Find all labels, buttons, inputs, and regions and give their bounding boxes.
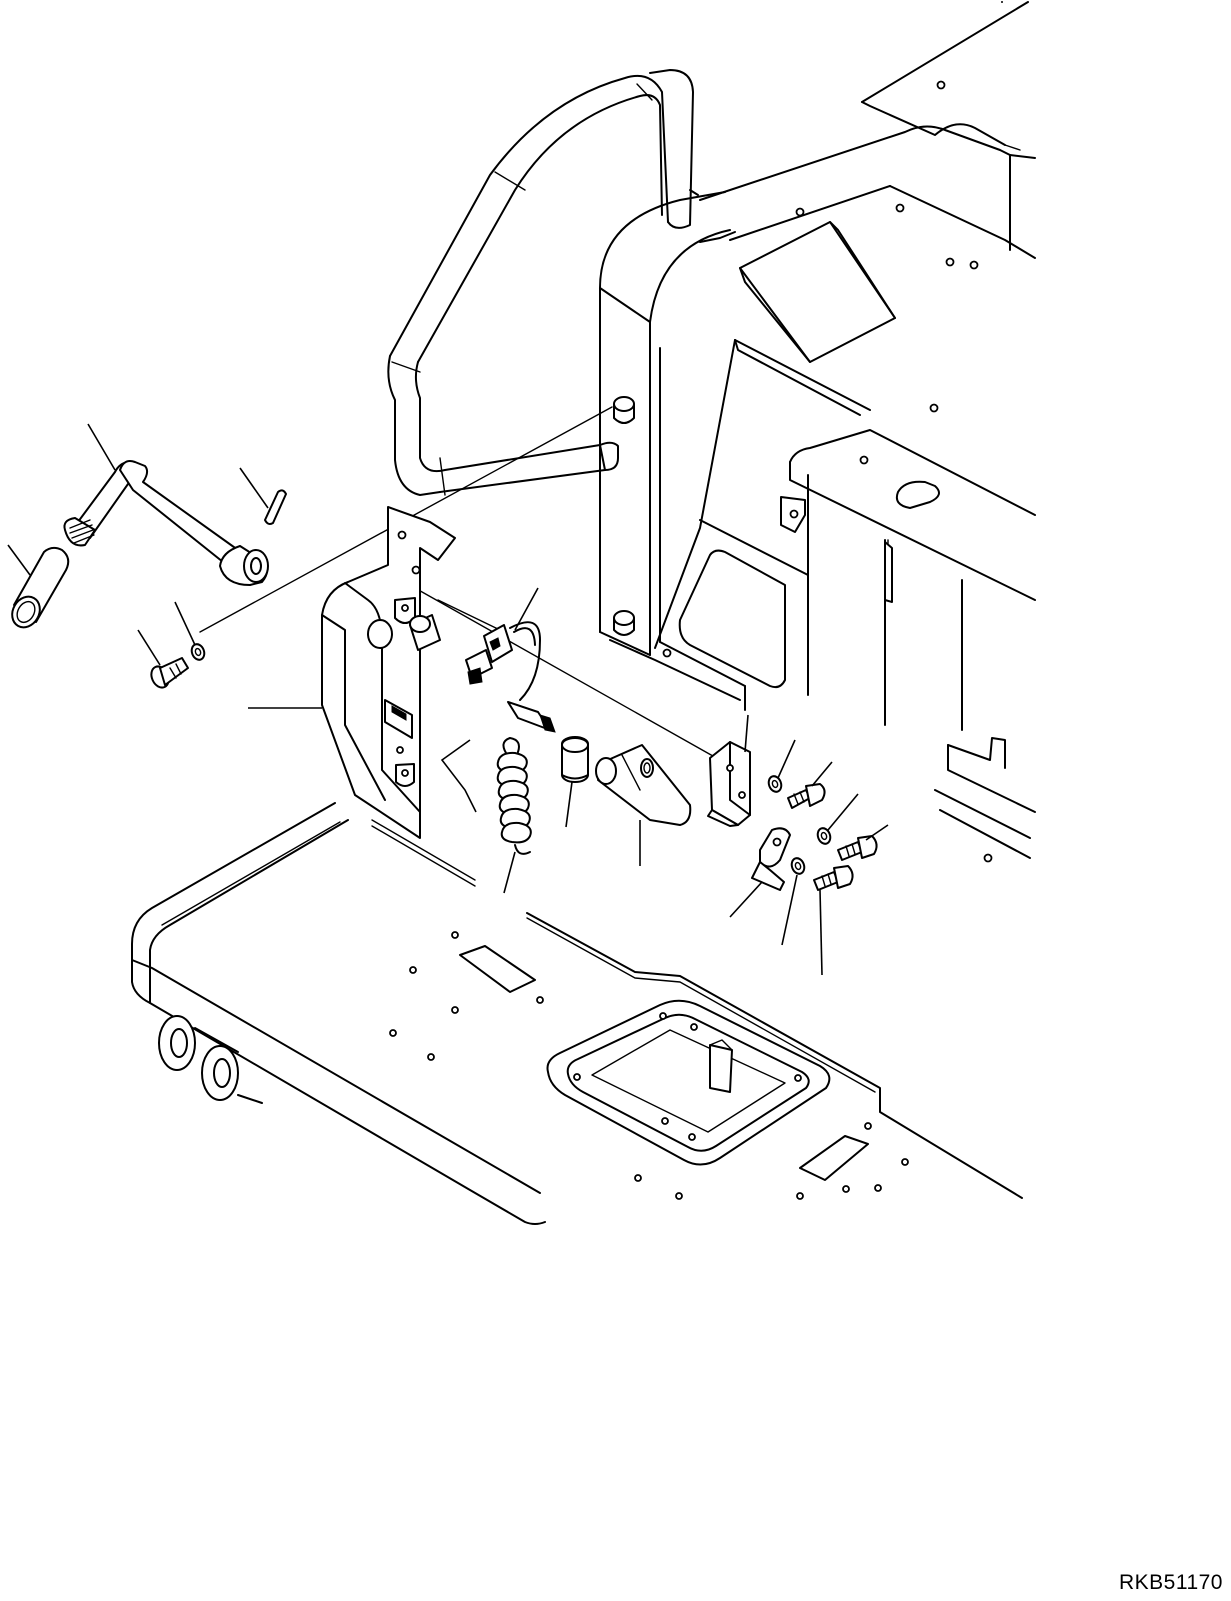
leader-bolt-c xyxy=(820,890,822,975)
limit-switch[interactable] xyxy=(466,622,555,732)
floor-holes xyxy=(390,932,908,1199)
leader-return-spring xyxy=(442,740,476,812)
leader-bolt-small xyxy=(138,630,160,665)
lock-bracket[interactable] xyxy=(322,507,475,886)
floor-slot xyxy=(800,1136,868,1180)
console-holes xyxy=(664,82,992,862)
bushing[interactable] xyxy=(562,737,588,782)
hand-rail xyxy=(388,70,740,700)
washer-a[interactable] xyxy=(767,774,784,793)
spacer-collar[interactable] xyxy=(410,615,440,650)
floor-frame xyxy=(132,803,1022,1224)
lock-pin[interactable] xyxy=(596,745,690,825)
bolt-a[interactable] xyxy=(788,784,825,808)
lever-thread xyxy=(70,520,94,543)
callout-leaders xyxy=(8,424,888,975)
washer-b[interactable] xyxy=(816,826,833,845)
assembly-centerline xyxy=(438,600,500,630)
leader-washer-a xyxy=(778,740,795,778)
floor-access-cover xyxy=(548,1001,830,1165)
leader-bolt-b xyxy=(866,825,888,840)
leader-return-spring-2 xyxy=(504,852,515,893)
leader-switch-bracket xyxy=(745,715,748,752)
console-structure xyxy=(655,2,1035,862)
leader-bolt-a xyxy=(812,762,832,786)
leader-lever-grip xyxy=(8,545,30,575)
washer-c[interactable] xyxy=(790,856,807,875)
leader-stopper-plate xyxy=(730,882,762,917)
floor-slot xyxy=(460,946,535,992)
switch-bracket[interactable] xyxy=(708,742,750,826)
bolt-c[interactable] xyxy=(814,866,853,890)
leader-spring-pin xyxy=(240,468,268,508)
bolt-b[interactable] xyxy=(838,836,877,860)
bolt-small[interactable] xyxy=(148,658,188,690)
washer-small[interactable] xyxy=(190,642,207,661)
leader-limit-switch xyxy=(515,588,538,630)
leader-lever-handle xyxy=(88,424,115,470)
stopper-plate[interactable] xyxy=(752,828,790,890)
lever-handle[interactable] xyxy=(64,461,268,585)
spring-pin[interactable] xyxy=(265,490,286,524)
console-handle-slot xyxy=(897,482,939,508)
leader-washer-small xyxy=(175,602,195,645)
lever-grip[interactable] xyxy=(7,548,69,632)
leader-bushing xyxy=(566,782,572,827)
drawing-code: RKB51170 xyxy=(1118,1571,1223,1594)
leader-washer-c xyxy=(782,875,797,945)
assembly-centerline xyxy=(415,588,720,760)
mounting-lug xyxy=(159,1016,262,1103)
return-spring[interactable] xyxy=(498,738,531,854)
leader-washer-b xyxy=(828,794,858,830)
